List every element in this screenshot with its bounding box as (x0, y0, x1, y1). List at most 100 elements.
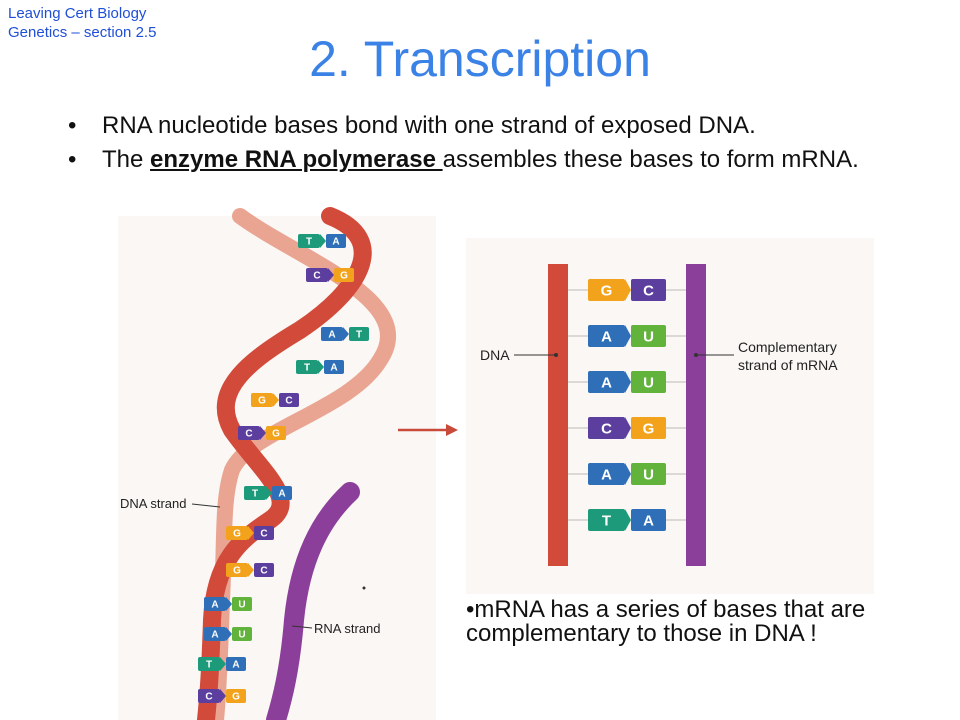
helix-base-left-letter: A (211, 600, 218, 611)
ladder-base-left-letter: C (601, 420, 612, 437)
course-line-2: Genetics – section 2.5 (8, 24, 157, 41)
bullet-2-post: assembles these bases to form mRNA. (442, 146, 859, 173)
helix-base-left (244, 486, 266, 500)
course-label: Leaving Cert Biology Genetics – section … (8, 4, 156, 42)
helix-base-left (198, 657, 220, 671)
ladder-base-right (631, 279, 666, 301)
helix-base-right-letter: C (285, 396, 292, 407)
complementary-label-1: Complementary (738, 339, 837, 355)
helix-base-left-letter: C (205, 692, 212, 703)
ladder-base-right (631, 325, 666, 347)
ladder-base-left-notch (625, 417, 631, 439)
ladder-mrna-strand (686, 264, 706, 566)
ladder-base-right (631, 371, 666, 393)
helix-base-left-letter: C (313, 271, 320, 282)
ladder-base-right-letter: U (643, 466, 654, 483)
rna-strand-label: RNA strand (314, 621, 380, 636)
ladder-base-right-letter: G (643, 420, 655, 437)
helix-base-right-letter: U (238, 630, 245, 641)
ladder-base-left (588, 279, 625, 301)
helix-base-left (226, 563, 248, 577)
helix-base-left (296, 360, 318, 374)
ladder-base-left-notch (625, 279, 631, 301)
helix-base-right-letter: T (356, 330, 362, 341)
ladder-base-right (631, 509, 666, 531)
ladder-base-left (588, 371, 625, 393)
helix-base-left (251, 393, 273, 407)
helix-base-right (334, 268, 354, 282)
complementary-pointer-dot (694, 353, 698, 357)
helix-base-left-notch (266, 486, 272, 500)
helix-base-right (254, 526, 274, 540)
helix-base-right (324, 360, 344, 374)
ladder-base-left (588, 325, 625, 347)
helix-base-left-notch (328, 268, 334, 282)
helix-base-right (232, 627, 252, 641)
ladder-dna-strand (548, 264, 568, 566)
ladder-base-left-notch (625, 463, 631, 485)
helix-base-left (204, 627, 226, 641)
bullet-1: RNA nucleotide bases bond with one stran… (68, 112, 908, 139)
complementary-label-2: strand of mRNA (738, 357, 838, 373)
stray-dot (362, 586, 366, 590)
ladder-base-right (631, 417, 666, 439)
helix-panel-bg (118, 216, 436, 720)
helix-base-right (232, 597, 252, 611)
helix-base-left-notch (248, 526, 254, 540)
ladder-base-left (588, 417, 625, 439)
helix-base-left-notch (320, 234, 326, 248)
helix-base-left-letter: C (245, 429, 252, 440)
helix-base-left-letter: G (258, 396, 266, 407)
bullet-2-term: enzyme RNA polymerase (150, 146, 443, 173)
helix-base-left (226, 526, 248, 540)
dna-strand-pointer (191, 503, 221, 508)
helix-base-left-notch (273, 393, 279, 407)
helix-base-left-letter: G (233, 566, 241, 577)
helix-base-right-letter: C (260, 529, 267, 540)
bullet-1-text: RNA nucleotide bases bond with one stran… (102, 112, 756, 139)
transition-arrow-head (446, 424, 458, 436)
helix-base-right (226, 689, 246, 703)
helix-base-right-letter: A (332, 237, 339, 248)
ladder-base-left-letter: G (601, 282, 613, 299)
helix-base-left-notch (220, 689, 226, 703)
helix-front-strand (197, 207, 372, 720)
helix-base-left-letter: T (304, 363, 310, 374)
helix-base-left-notch (318, 360, 324, 374)
helix-base-right-letter: G (340, 271, 348, 282)
helix-base-left (298, 234, 320, 248)
helix-base-right (266, 426, 286, 440)
bullet-2-pre: The (102, 146, 151, 173)
helix-base-left-letter: G (233, 529, 241, 540)
dna-label: DNA (480, 347, 510, 363)
ladder-base-left (588, 463, 625, 485)
ladder-base-left (588, 509, 625, 531)
helix-base-right (226, 657, 246, 671)
ladder-base-left-notch (625, 371, 631, 393)
helix-base-left-notch (248, 563, 254, 577)
helix-base-left-notch (343, 327, 349, 341)
helix-base-left-notch (226, 597, 232, 611)
helix-base-left-notch (260, 426, 266, 440)
dna-pointer-dot (554, 353, 558, 357)
helix-base-right (279, 393, 299, 407)
ladder-base-left-notch (625, 325, 631, 347)
slide-title: 2. Transcription (309, 31, 651, 87)
bullet-list: RNA nucleotide bases bond with one stran… (68, 114, 908, 182)
